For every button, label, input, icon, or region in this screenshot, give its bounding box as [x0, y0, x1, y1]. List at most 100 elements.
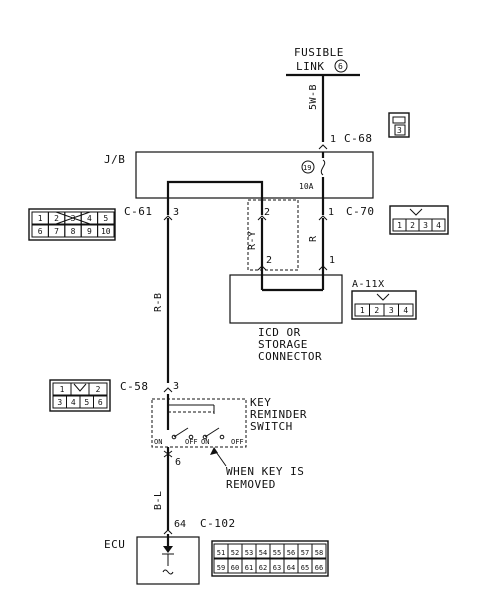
c58-terminal-top: [163, 387, 173, 393]
ecu: ECU: [104, 534, 200, 585]
c58-bottom-cross-b: [163, 450, 173, 458]
c68-connector-latch: [392, 116, 406, 124]
c58-pin-bottom: 6: [175, 457, 181, 468]
c102-cell-57: 57: [301, 549, 309, 557]
c58-cell-4: 4: [71, 398, 76, 407]
a11x-latch: [376, 293, 390, 301]
c70-cell-2: 2: [410, 221, 415, 230]
a11x-pin-right: 1: [329, 255, 335, 266]
icd-box: [229, 274, 343, 324]
a11x-cell-box: [398, 303, 414, 317]
switch-on-left: ON: [154, 438, 162, 446]
switch-label-line2: REMINDER: [250, 408, 307, 421]
fuse-19: 19 10A: [299, 152, 326, 215]
c61-cell-1: 1: [38, 214, 43, 223]
connector-c68: 1 C-68 3: [318, 112, 410, 150]
a11x-pin-left: 2: [266, 255, 272, 266]
c70-terminal-left: [257, 215, 267, 221]
ecu-pin: 64: [174, 519, 186, 530]
c61-cell-9: 9: [87, 227, 92, 236]
c102-cell-box: [311, 558, 327, 574]
a11x-terminal-right: [318, 265, 328, 271]
c61-cell-box: [97, 224, 115, 238]
c102-cell-64: 64: [287, 564, 295, 572]
wire-b-l-label: B-L: [153, 490, 164, 510]
c102-cell-60: 60: [231, 564, 239, 572]
c61-cell-6: 6: [38, 227, 43, 236]
icd-label-line3: CONNECTOR: [258, 350, 322, 363]
a11x-terminal-left: [257, 265, 267, 271]
c61-cell-8: 8: [71, 227, 76, 236]
a11x-label: A-11X: [352, 279, 385, 290]
c70-cell-box: [431, 218, 446, 232]
c102-cell-66: 66: [315, 564, 323, 572]
c68-connector-cell: [394, 124, 406, 136]
c102-cell-54: 54: [259, 549, 267, 557]
key-reminder-switch: ON OFF ON OFF KEY REMINDER SWITCH: [151, 394, 307, 448]
c102-cell-52: 52: [231, 549, 239, 557]
a11x-cell-3: 3: [389, 306, 394, 315]
a11x-cell-1: 1: [360, 306, 365, 315]
c102-cell-63: 63: [273, 564, 281, 572]
c58-cell-3: 3: [57, 398, 62, 407]
switch-blade-right: [204, 427, 220, 438]
c61-cell-4: 4: [87, 214, 92, 223]
jb-box: [135, 151, 374, 199]
a11x-cell-4: 4: [403, 306, 408, 315]
shield-dashed-box: [247, 199, 299, 271]
switch-off-left: OFF: [185, 438, 198, 446]
removal-note: WHEN KEY IS REMOVED: [210, 447, 304, 491]
c61-cell-box: [97, 211, 115, 225]
c102-cell-61: 61: [245, 564, 253, 572]
note-arrow-head: [210, 447, 218, 455]
switch-contact-3: [202, 434, 208, 440]
c70-label: C-70: [346, 205, 375, 218]
c102-label: C-102: [200, 517, 236, 530]
c102-cell-51: 51: [217, 549, 225, 557]
c70-cell-1: 1: [397, 221, 402, 230]
ecu-diode-icon: [163, 546, 173, 553]
fusible-link-label-line2: LINK: [296, 60, 325, 73]
a11x-cell-2: 2: [374, 306, 379, 315]
c70-cell-3: 3: [423, 221, 428, 230]
c70-terminal-right: [318, 215, 328, 221]
icd-label-line2: STORAGE: [258, 338, 308, 351]
fuse-element-icon: [320, 159, 326, 176]
jb-label: J/B: [104, 153, 125, 166]
c61-terminal: [163, 215, 173, 221]
c58-cell-1: 1: [60, 385, 65, 394]
fusible-link: FUSIBLE LINK 6: [286, 46, 360, 77]
c68-terminal: [318, 144, 328, 150]
c102-cell-56: 56: [287, 549, 295, 557]
c61-cell-7: 7: [54, 227, 59, 236]
c102-cell-65: 65: [301, 564, 309, 572]
wire-5w-b-label: 5W-B: [308, 84, 319, 110]
c102-cell-58: 58: [315, 549, 323, 557]
c58-cell-2: 2: [96, 385, 101, 394]
switch-dashed-box: [151, 398, 247, 448]
c102-cell-53: 53: [245, 549, 253, 557]
c58-cell-box: [93, 395, 108, 409]
c70-pin-right: 1: [328, 207, 334, 218]
switch-on-right: ON: [201, 438, 209, 446]
c102-cell-62: 62: [259, 564, 267, 572]
ecu-ground-icon: [162, 569, 174, 575]
c58-cell-box: [88, 382, 108, 396]
c58-pin-top: 3: [173, 381, 179, 392]
ecu-label: ECU: [104, 538, 125, 551]
switch-label-line1: KEY: [250, 396, 271, 409]
icd-label-line1: ICD OR: [258, 326, 301, 339]
c61-cell-10: 10: [101, 227, 111, 236]
fusible-link-number: 6: [338, 62, 343, 71]
switch-blade-left: [173, 427, 189, 438]
switch-label-line3: SWITCH: [250, 420, 293, 433]
c61-label: C-61: [124, 205, 153, 218]
c68-pin: 1: [330, 134, 336, 145]
